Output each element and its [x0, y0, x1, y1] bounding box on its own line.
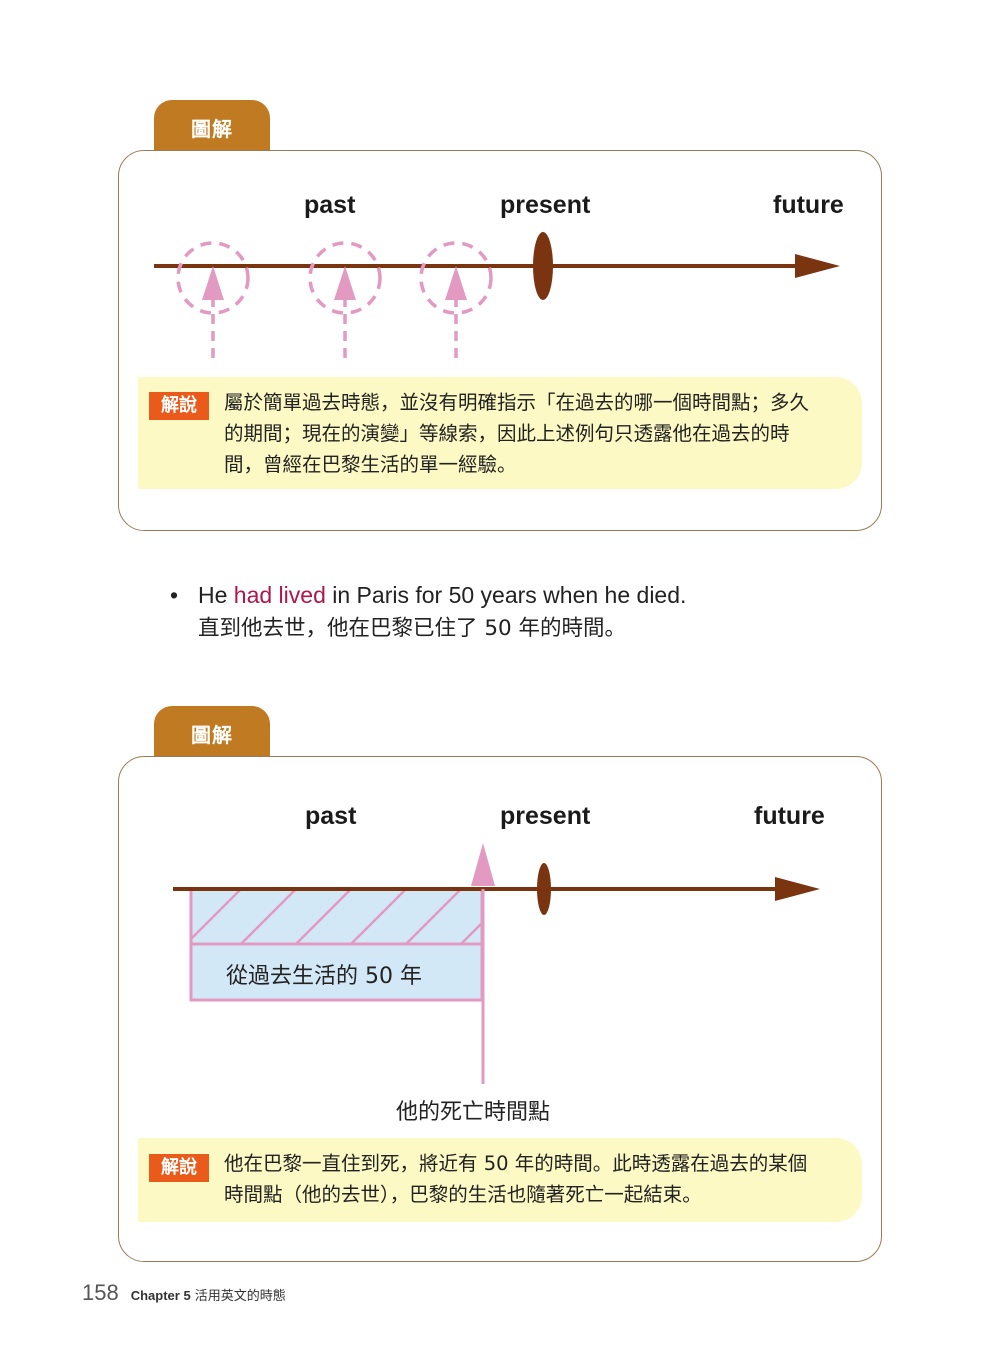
- diagram2-note-text: 他在巴黎一直住到死，將近有 50 年的時間。此時透露在過去的某個 時間點（他的去…: [224, 1148, 850, 1210]
- diagram1-tab: 圖解: [154, 100, 270, 156]
- sentence-highlight: had lived: [233, 582, 326, 608]
- diagram1-past-marker-3: [419, 241, 493, 358]
- diagram1-past-marker-2: [308, 241, 382, 358]
- diagram2-label-present: present: [500, 802, 591, 830]
- diagram2-tab: 圖解: [154, 706, 270, 762]
- diagram1-present-marker: [533, 232, 553, 300]
- diagram2-label-future: future: [754, 802, 825, 830]
- diagram2-present-marker: [537, 863, 551, 915]
- fifty-year-bar-hatch: [191, 889, 482, 944]
- sentence-en-after: in Paris for 50 years when he died.: [325, 582, 687, 608]
- chapter-title: 活用英文的時態: [194, 1288, 286, 1303]
- diagram1-note: 解說 屬於簡單過去時態，並沒有明確指示「在過去的哪一個時間點；多久 的期間；現在…: [138, 377, 862, 489]
- bullet: •: [170, 582, 179, 608]
- chapter-label: Chapter 5: [130, 1288, 191, 1303]
- example-sentence: • He had lived in Paris for 50 years when…: [170, 578, 686, 646]
- diagram2-label-past: past: [305, 802, 357, 830]
- fifty-year-caption: 從過去生活的 50 年: [226, 964, 422, 989]
- diagram1-label-future: future: [773, 191, 844, 219]
- diagram1-label-past: past: [304, 191, 356, 219]
- diagram1-label-present: present: [500, 191, 591, 219]
- diagram2-note-line: 時間點（他的去世），巴黎的生活也隨著死亡一起結束。: [224, 1183, 702, 1206]
- diagram1-timeline-arrowhead: [795, 254, 840, 278]
- diagram1-note-line: 間，曾經在巴黎生活的單一經驗。: [224, 453, 517, 476]
- diagram2-note-tag: 解說: [149, 1154, 209, 1182]
- diagram2-timeline-arrowhead: [775, 877, 820, 901]
- diagram1-past-marker-1: [176, 241, 250, 358]
- death-point-label: 他的死亡時間點: [396, 1100, 551, 1125]
- diagram2-note-line: 他在巴黎一直住到死，將近有 50 年的時間。此時透露在過去的某個: [224, 1152, 808, 1175]
- diagram2-note: 解說 他在巴黎一直住到死，將近有 50 年的時間。此時透露在過去的某個 時間點（…: [138, 1138, 862, 1222]
- page-number: 158: [82, 1280, 119, 1305]
- death-marker-arrowhead: [471, 843, 495, 886]
- example-sentence-en: • He had lived in Paris for 50 years when…: [170, 578, 686, 612]
- example-sentence-zh: 直到他去世，他在巴黎已住了 50 年的時間。: [198, 616, 627, 641]
- diagram1-note-tag: 解說: [149, 392, 209, 420]
- diagram1-note-line: 屬於簡單過去時態，並沒有明確指示「在過去的哪一個時間點；多久: [224, 391, 810, 414]
- diagram1-note-line: 的期間；現在的演變」等線索，因此上述例句只透露他在過去的時: [224, 422, 790, 445]
- sentence-en-before: He: [198, 582, 234, 608]
- diagram1-note-text: 屬於簡單過去時態，並沒有明確指示「在過去的哪一個時間點；多久 的期間；現在的演變…: [224, 387, 850, 480]
